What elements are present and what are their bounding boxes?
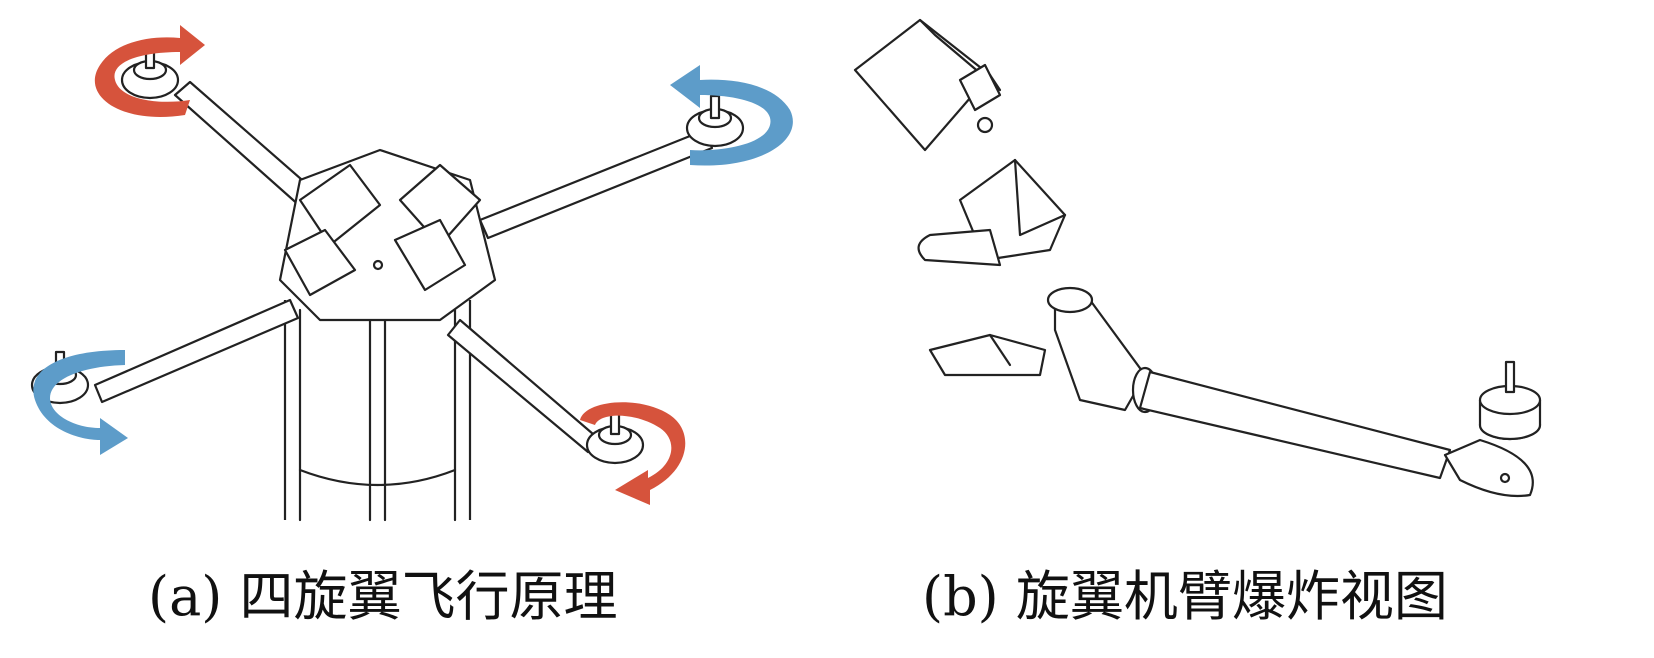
- motor-top-right: [685, 94, 745, 148]
- arm-bottom-left: [93, 298, 300, 404]
- rotor-arm-exploded-view: [853, 18, 1542, 498]
- caption-panel-a: (a) 四旋翼飞行原理: [148, 565, 618, 628]
- rotation-arrow-top-left-cw: [94, 25, 205, 117]
- center-hub: [278, 148, 497, 322]
- motor-mount-plate: [1443, 438, 1534, 498]
- motor-bottom-right: [585, 410, 645, 465]
- motor: [1478, 360, 1542, 441]
- arm-joint: [1046, 286, 1159, 414]
- servo-mount: [917, 158, 1067, 267]
- caption-panel-b: (b) 旋翼机臂爆炸视图: [922, 565, 1448, 628]
- body-cylinder: [283, 300, 472, 522]
- rotation-arrow-bottom-left-ccw: [33, 350, 128, 455]
- quadrotor-diagram: [30, 25, 793, 522]
- rotation-arrow-top-right-ccw: [670, 65, 793, 166]
- motor-top-left: [120, 44, 180, 100]
- arm-top-right: [478, 128, 714, 240]
- carbon-tube-arm: [1138, 370, 1452, 480]
- clamp-plate: [928, 333, 1047, 377]
- rotation-arrow-bottom-right-cw: [580, 402, 686, 505]
- servo-top: [853, 18, 1002, 152]
